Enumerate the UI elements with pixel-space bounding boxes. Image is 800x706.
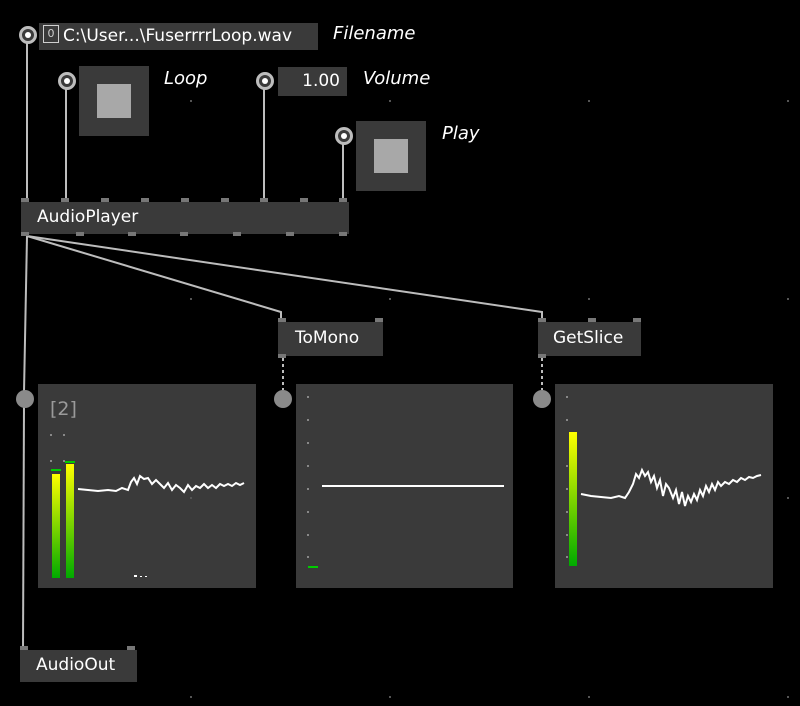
get-slice-in-pin[interactable]	[633, 318, 641, 322]
grid-dot	[588, 696, 590, 698]
audio-out-node[interactable]: AudioOut	[20, 650, 137, 682]
audio-player-out-pin[interactable]	[180, 232, 188, 236]
slice-meter-and-waveform	[566, 396, 762, 566]
loop-input-pin[interactable]	[58, 72, 76, 90]
play-input-pin[interactable]	[335, 127, 353, 145]
audio-out-in-pin[interactable]	[127, 646, 135, 650]
renderer1-input-pin[interactable]	[16, 390, 34, 408]
grid-dot	[389, 696, 391, 698]
audio-player-in-pin[interactable]	[141, 198, 149, 202]
volume-label: Volume	[363, 68, 431, 89]
audio-renderer-mono[interactable]	[296, 384, 513, 588]
audio-player-out-pin[interactable]	[233, 232, 241, 236]
filename-value: C:\User...\FuserrrrLoop.wav	[63, 26, 293, 46]
stereo-meter-and-waveform	[50, 434, 245, 578]
loop-label: Loop	[164, 68, 208, 89]
filename-input-pin[interactable]	[19, 26, 37, 44]
grid-dot	[787, 497, 789, 499]
volume-input-pin[interactable]	[256, 72, 274, 90]
audio-player-in-pin[interactable]	[61, 198, 69, 202]
audio-player-in-pin[interactable]	[221, 198, 229, 202]
grid-dot	[787, 100, 789, 102]
audio-out-title: AudioOut	[36, 655, 116, 675]
audio-player-title: AudioPlayer	[37, 207, 139, 227]
to-mono-title: ToMono	[295, 328, 360, 348]
grid-dot	[389, 100, 391, 102]
audio-player-in-pin[interactable]	[21, 198, 29, 202]
grid-dot	[389, 298, 391, 300]
volume-value: 1.00	[302, 71, 340, 91]
play-toggle[interactable]	[356, 121, 426, 191]
to-mono-out-pin[interactable]	[278, 354, 286, 358]
audio-player-in-pin[interactable]	[181, 198, 189, 202]
audio-player-out-pin[interactable]	[286, 232, 294, 236]
renderer2-input-pin[interactable]	[274, 390, 292, 408]
audio-out-in-pin[interactable]	[20, 646, 28, 650]
audio-player-in-pin[interactable]	[339, 198, 347, 202]
audio-player-out-pin[interactable]	[128, 232, 136, 236]
loop-toggle-square	[97, 84, 131, 118]
filename-box[interactable]: 0 C:\User...\FuserrrrLoop.wav	[39, 23, 318, 50]
get-slice-in-pin[interactable]	[588, 318, 596, 322]
grid-dot	[190, 497, 192, 499]
grid-dot	[190, 298, 192, 300]
get-slice-title: GetSlice	[553, 328, 624, 348]
volume-box[interactable]: 1.00	[278, 67, 347, 96]
grid-dot	[190, 100, 192, 102]
audio-player-in-pin[interactable]	[260, 198, 268, 202]
get-slice-in-pin[interactable]	[538, 318, 546, 322]
to-mono-in-pin[interactable]	[375, 318, 383, 322]
filename-label: Filename	[333, 23, 416, 44]
grid-dot	[787, 696, 789, 698]
audio-renderer-stereo[interactable]: [2]	[38, 384, 256, 588]
to-mono-node[interactable]: ToMono	[278, 322, 383, 356]
get-slice-node[interactable]: GetSlice	[538, 322, 641, 356]
play-label: Play	[442, 123, 480, 144]
get-slice-out-pin[interactable]	[538, 354, 546, 358]
audio-renderer-slice[interactable]	[555, 384, 773, 588]
audio-player-out-pin[interactable]	[76, 232, 84, 236]
grid-dot	[190, 696, 192, 698]
audio-player-out-pin[interactable]	[21, 232, 29, 236]
audio-player-out-pin[interactable]	[339, 232, 347, 236]
loop-toggle[interactable]	[79, 66, 149, 136]
renderer3-input-pin[interactable]	[533, 390, 551, 408]
grid-dot	[787, 298, 789, 300]
to-mono-in-pin[interactable]	[278, 318, 286, 322]
channel-count-label: [2]	[50, 398, 77, 420]
audio-player-node[interactable]: AudioPlayer	[21, 202, 349, 234]
play-toggle-square	[374, 139, 408, 173]
mono-waveform	[307, 396, 504, 568]
grid-dot	[588, 100, 590, 102]
audio-player-in-pin[interactable]	[101, 198, 109, 202]
grid-dot	[588, 298, 590, 300]
audio-player-in-pin[interactable]	[300, 198, 308, 202]
filename-toggle-icon[interactable]: 0	[43, 25, 59, 43]
